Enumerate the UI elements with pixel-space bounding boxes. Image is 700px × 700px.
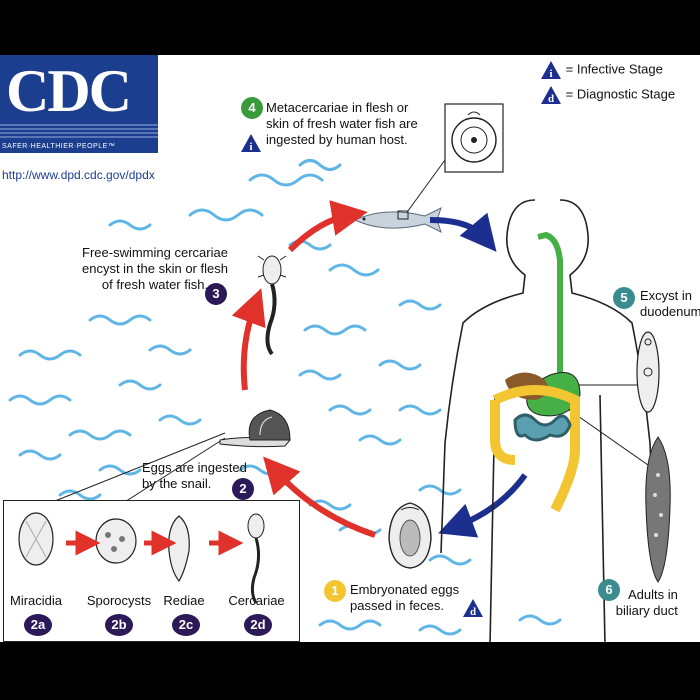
legend-diagnostic-label: = Diagnostic Stage [565, 86, 676, 102]
step-2-line-2: by the snail. [142, 476, 212, 491]
diagnostic-triangle-icon: d [540, 85, 562, 105]
legend-infective-label: = Infective Stage [565, 61, 663, 77]
arrow-2-to-3 [231, 288, 266, 391]
step-1-line-1: Embryonated eggs [350, 582, 460, 597]
step-1-text: Embryonated eggs passed in feces. [350, 582, 459, 614]
step-3-line-3: of fresh water fish. [101, 277, 209, 292]
step-4-line-3: ingested by human host. [266, 132, 408, 147]
step-2-line-1: Eggs are ingested [142, 460, 247, 475]
logo-tagline: SAFER·HEALTHIER·PEOPLE™ [2, 143, 116, 150]
step-6-badge: 6 [598, 579, 620, 601]
step-4-text: Metacercariae in flesh or skin of fresh … [266, 100, 418, 148]
step-4-line-1: Metacercariae in flesh or [266, 100, 409, 115]
excysted-fluke-icon [636, 331, 660, 413]
step-5-line-2: duodenum [640, 304, 700, 319]
step-5-badge: 5 [613, 287, 635, 309]
step-2-text: Eggs are ingested by the snail. [142, 460, 247, 492]
embryonated-egg-icon [388, 502, 432, 569]
infective-triangle-icon: i [540, 60, 562, 80]
step-3-line-2: encyst in the skin or flesh [82, 261, 228, 276]
snail-icon [219, 409, 291, 448]
step-1-diagnostic-icon: d [462, 598, 484, 618]
stage-2c-badge: 2c [172, 614, 200, 636]
logo-stripes [0, 124, 158, 138]
arrow-human-to-1 [438, 473, 528, 538]
step-6-line-1: Adults in [628, 587, 678, 602]
stage-miracidia-label: Miracidia [9, 593, 62, 608]
legend-diagnostic: d = Diagnostic Stage [540, 85, 675, 105]
step-3-text: Free-swimming cercariae encyst in the sk… [82, 245, 228, 293]
cdc-url-link[interactable]: http://www.dpd.cdc.gov/dpdx [2, 168, 155, 182]
stage-2d-badge: 2d [244, 614, 272, 636]
step-1-badge-symbol: d [470, 606, 476, 618]
stage-cercariae-label: Cercariae [228, 593, 285, 608]
stage-sporocysts-label: Sporocysts [86, 593, 152, 608]
diagnostic-symbol: d [548, 93, 554, 105]
step-4-line-2: skin of fresh water fish are [266, 116, 418, 131]
infective-symbol: i [549, 68, 552, 80]
human-figure [440, 199, 655, 642]
step-6-text: Adults in biliary duct [610, 587, 678, 619]
step-1-line-2: passed in feces. [350, 598, 444, 613]
stage-rediae-label: Rediae [163, 593, 205, 608]
step-1-badge: 1 [324, 580, 346, 602]
step-5-line-1: Excyst in [640, 288, 693, 303]
step-5-text: Excyst in duodenum [640, 288, 700, 320]
fish-section-inset [444, 103, 504, 173]
step-4-badge: 4 [241, 97, 263, 119]
cercaria-icon [257, 255, 287, 356]
diagram-panel: CDC SAFER·HEALTHIER·PEOPLE™ http://www.d… [0, 55, 700, 642]
arrow-4-to-human [429, 212, 497, 252]
stage-2a-badge: 2a [24, 614, 52, 636]
legend-infective: i = Infective Stage [540, 60, 663, 80]
arrow-3-to-4 [287, 200, 368, 253]
cycle-arrows [231, 200, 528, 538]
step-4-badge-symbol: i [249, 141, 252, 153]
logo-letters: CDC [6, 58, 132, 124]
stage-2b-badge: 2b [105, 614, 133, 636]
cdc-logo: CDC SAFER·HEALTHIER·PEOPLE™ [0, 55, 158, 153]
step-3-line-1: Free-swimming cercariae [82, 245, 228, 260]
step-4-infective-icon: i [240, 133, 262, 153]
adult-fluke-icon [645, 436, 671, 583]
snail-stages-box: Miracidia 2a Sporocysts 2b Rediae 2c Cer… [3, 500, 300, 642]
step-2-badge: 2 [232, 478, 254, 500]
step-6-line-2: biliary duct [615, 603, 678, 618]
step-3-badge: 3 [205, 283, 227, 305]
snail-stages-art [18, 512, 265, 604]
arrow-1-to-2 [263, 456, 376, 538]
